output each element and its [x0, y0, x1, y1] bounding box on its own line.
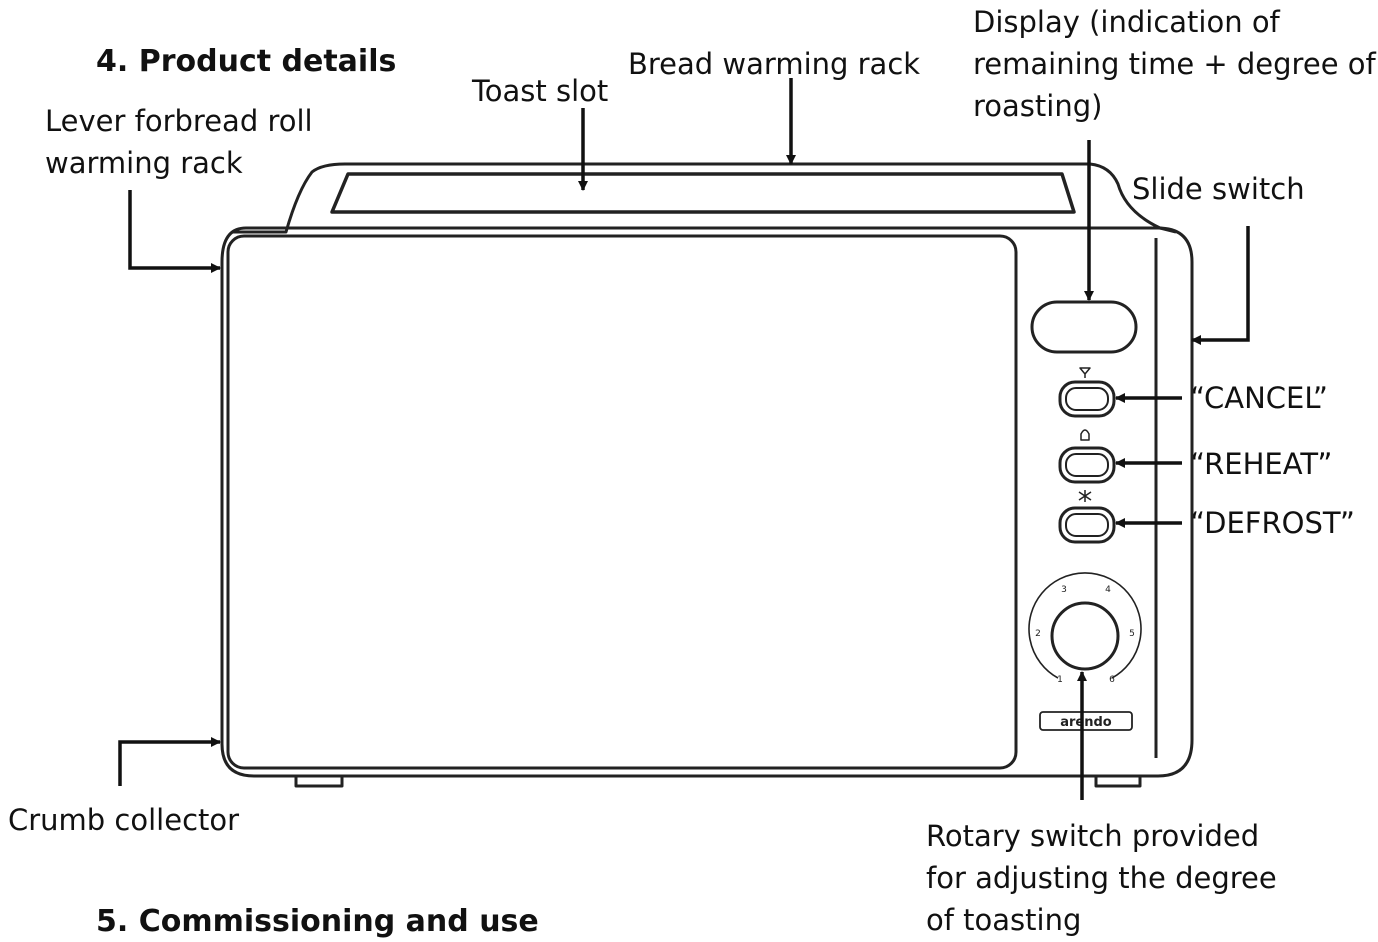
dial-number-3: 3 [1061, 585, 1067, 595]
defrost-button[interactable] [1058, 506, 1116, 544]
dial-number-2: 2 [1035, 629, 1041, 639]
slide-switch-arrow [1191, 226, 1250, 345]
lever-label-line1: Lever forbread roll [45, 104, 313, 138]
toaster-body [220, 226, 1194, 778]
dial-number-5: 5 [1129, 629, 1135, 639]
display [1030, 300, 1138, 354]
display-label-line2: remaining time + degree of [973, 47, 1376, 81]
reheat-button[interactable] [1058, 446, 1116, 484]
cancel-symbol-icon [1079, 367, 1091, 378]
slide-switch-label: Slide switch [1132, 172, 1305, 206]
rotary-dial[interactable] [1050, 601, 1120, 671]
defrost-label: “DEFROST” [1190, 506, 1355, 540]
rotary-label-line1: Rotary switch provided [926, 819, 1260, 853]
toaster-front-panel [226, 234, 1018, 770]
dial-number-6: 6 [1109, 675, 1115, 685]
brand-plate [1039, 711, 1133, 731]
rotary-label-line3: of toasting [926, 903, 1082, 937]
crumb-arrow [118, 737, 221, 786]
reheat-label: “REHEAT” [1190, 447, 1333, 481]
reheat-symbol-icon [1080, 429, 1090, 441]
lever-arrow [128, 190, 221, 273]
product-details-heading: 4. Product details [96, 44, 397, 79]
display-label-line3: roasting) [973, 89, 1103, 123]
dial-number-4: 4 [1105, 585, 1111, 595]
left-foot [294, 776, 344, 788]
commissioning-heading: 5. Commissioning and use [96, 904, 539, 939]
toast-slot-label: Toast slot [472, 74, 609, 108]
defrost-symbol-icon [1078, 490, 1092, 502]
right-foot [1094, 776, 1142, 788]
cancel-label: “CANCEL” [1190, 381, 1328, 415]
lever-label-line2: warming rack [45, 146, 243, 180]
toaster-top-housing [232, 162, 1177, 234]
bread-rack-label: Bread warming rack [628, 47, 921, 81]
display-label-line1: Display (indication of [973, 5, 1280, 39]
cancel-button[interactable] [1058, 380, 1116, 418]
brand-logo: arendo [1060, 715, 1112, 730]
dial-scale-arc [1028, 572, 1142, 679]
toast-slot [330, 172, 1076, 214]
rotary-label-line2: for adjusting the degree [926, 861, 1277, 895]
crumb-collector-label: Crumb collector [8, 803, 240, 837]
dial-number-1: 1 [1057, 675, 1063, 685]
